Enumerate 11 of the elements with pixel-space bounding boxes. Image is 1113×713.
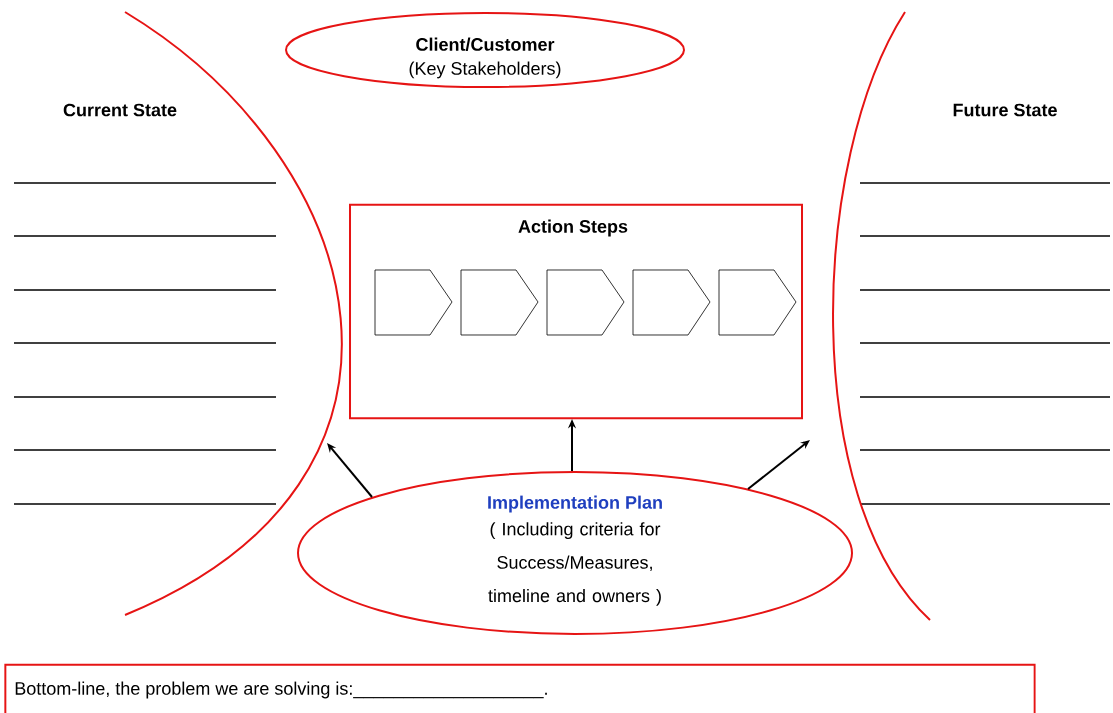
steps-box: Action Steps <box>349 203 803 420</box>
chevron-shape <box>546 269 625 336</box>
chevron-shape <box>718 269 797 336</box>
chevron-shape <box>632 269 711 336</box>
arrow <box>327 443 373 498</box>
answer-box: Bottom-line, the problem we are solving is:___________________. <box>4 663 1036 713</box>
arrow <box>747 440 810 490</box>
heading: Future State <box>953 103 1057 117</box>
heading: Current State <box>63 103 177 117</box>
chevron-shape <box>374 269 453 336</box>
chevron-shape <box>460 269 539 336</box>
